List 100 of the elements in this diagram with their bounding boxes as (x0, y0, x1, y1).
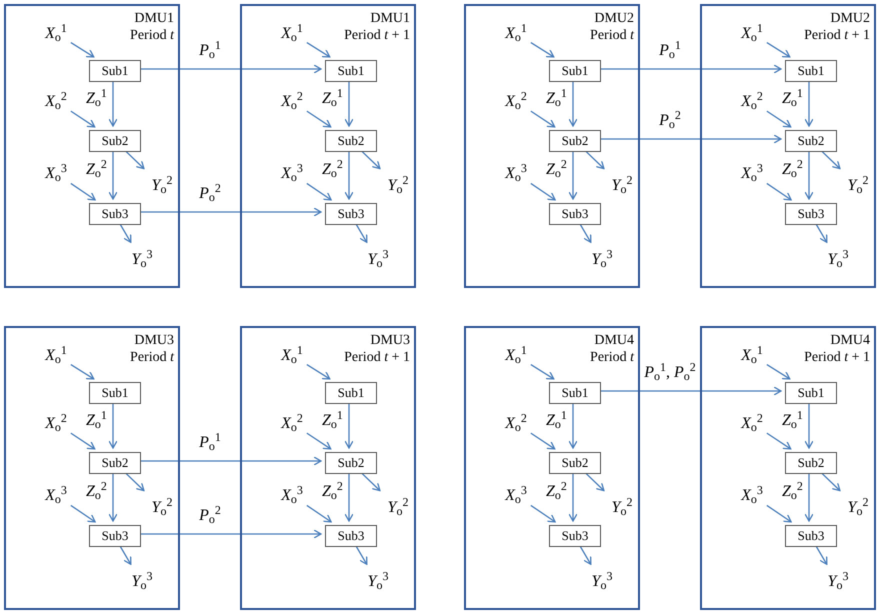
arrow (530, 432, 556, 450)
arrow (140, 207, 322, 217)
arrow (306, 504, 332, 523)
arrow (344, 81, 354, 127)
sub-process-box: Sub3 (325, 525, 377, 547)
dmu-title: DMU4 (594, 332, 634, 349)
period-panel (700, 326, 876, 610)
arrow (140, 456, 322, 466)
period-label: Period t + 1 (344, 349, 410, 366)
dmu-title: DMU4 (830, 332, 870, 349)
dmu-title: DMU3 (370, 332, 410, 349)
sub-process-box: Sub2 (549, 130, 601, 152)
dmu-title: DMU2 (830, 10, 870, 27)
arrow (568, 81, 578, 127)
period-label: Period t (590, 27, 634, 44)
period-panel (4, 326, 180, 610)
arrow (579, 224, 592, 243)
arrow (579, 546, 592, 565)
arrow (804, 81, 814, 127)
arrow (70, 182, 96, 201)
sub-process-box: Sub2 (785, 452, 837, 474)
arrow (820, 150, 841, 170)
arrow (70, 42, 94, 58)
sub-process-box: Sub2 (325, 452, 377, 474)
arrow (820, 472, 841, 492)
arrow (306, 110, 332, 128)
arrow (140, 529, 322, 539)
arrow (344, 151, 354, 200)
arrow (108, 473, 118, 522)
sub-process-box: Sub2 (785, 130, 837, 152)
dmu-title: DMU3 (134, 332, 174, 349)
arrow (804, 403, 814, 449)
arrow (344, 473, 354, 522)
arrow (108, 151, 118, 200)
arrow (568, 151, 578, 200)
arrow (600, 64, 782, 74)
period-label: Period t (130, 349, 174, 366)
sub-process-box: Sub3 (549, 525, 601, 547)
arrow (70, 364, 94, 380)
arrow (108, 81, 118, 127)
sub-process-box: Sub1 (325, 382, 377, 404)
arrow (766, 432, 792, 450)
arrow (530, 364, 554, 380)
sub-process-box: Sub1 (89, 382, 141, 404)
arrow (815, 546, 828, 565)
arrow (108, 403, 118, 449)
arrow (766, 364, 790, 380)
period-panel (240, 326, 416, 610)
period-panel (464, 326, 640, 610)
period-panel (240, 4, 416, 288)
dmu-title: DMU1 (134, 10, 174, 27)
arrow (804, 473, 814, 522)
arrow (584, 150, 605, 170)
arrow (306, 364, 330, 380)
sub-process-box: Sub2 (89, 452, 141, 474)
arrow (306, 432, 332, 450)
arrow (344, 403, 354, 449)
sub-process-box: Sub1 (785, 60, 837, 82)
arrow (530, 42, 554, 58)
sub-process-box: Sub3 (89, 525, 141, 547)
arrow (140, 64, 322, 74)
arrow (600, 386, 782, 396)
arrow (119, 546, 132, 565)
arrow (124, 472, 145, 492)
arrow (306, 42, 330, 58)
sub-process-box: Sub3 (549, 203, 601, 225)
arrow (360, 472, 381, 492)
arrow (530, 182, 556, 201)
dmu-title: DMU1 (370, 10, 410, 27)
period-panel (700, 4, 876, 288)
arrow (70, 110, 96, 128)
arrow (568, 403, 578, 449)
sub-process-box: Sub1 (785, 382, 837, 404)
arrow (360, 150, 381, 170)
sub-process-box: Sub1 (325, 60, 377, 82)
sub-process-box: Sub3 (325, 203, 377, 225)
arrow (815, 224, 828, 243)
arrow (600, 134, 782, 144)
arrow (530, 504, 556, 523)
dmu-title: DMU2 (594, 10, 634, 27)
sub-process-box: Sub3 (89, 203, 141, 225)
sub-process-box: Sub2 (89, 130, 141, 152)
period-label: Period t (590, 349, 634, 366)
period-label: Period t + 1 (344, 27, 410, 44)
sub-process-box: Sub3 (785, 203, 837, 225)
sub-process-box: Sub1 (549, 382, 601, 404)
arrow (766, 182, 792, 201)
arrow (568, 473, 578, 522)
arrow (530, 110, 556, 128)
period-label: Period t + 1 (804, 349, 870, 366)
arrow (355, 546, 368, 565)
sub-process-box: Sub3 (785, 525, 837, 547)
period-panel (4, 4, 180, 288)
arrow (306, 182, 332, 201)
arrow (124, 150, 145, 170)
arrow (584, 472, 605, 492)
arrow (766, 504, 792, 523)
sub-process-box: Sub2 (549, 452, 601, 474)
arrow (766, 42, 790, 58)
sub-process-box: Sub1 (89, 60, 141, 82)
